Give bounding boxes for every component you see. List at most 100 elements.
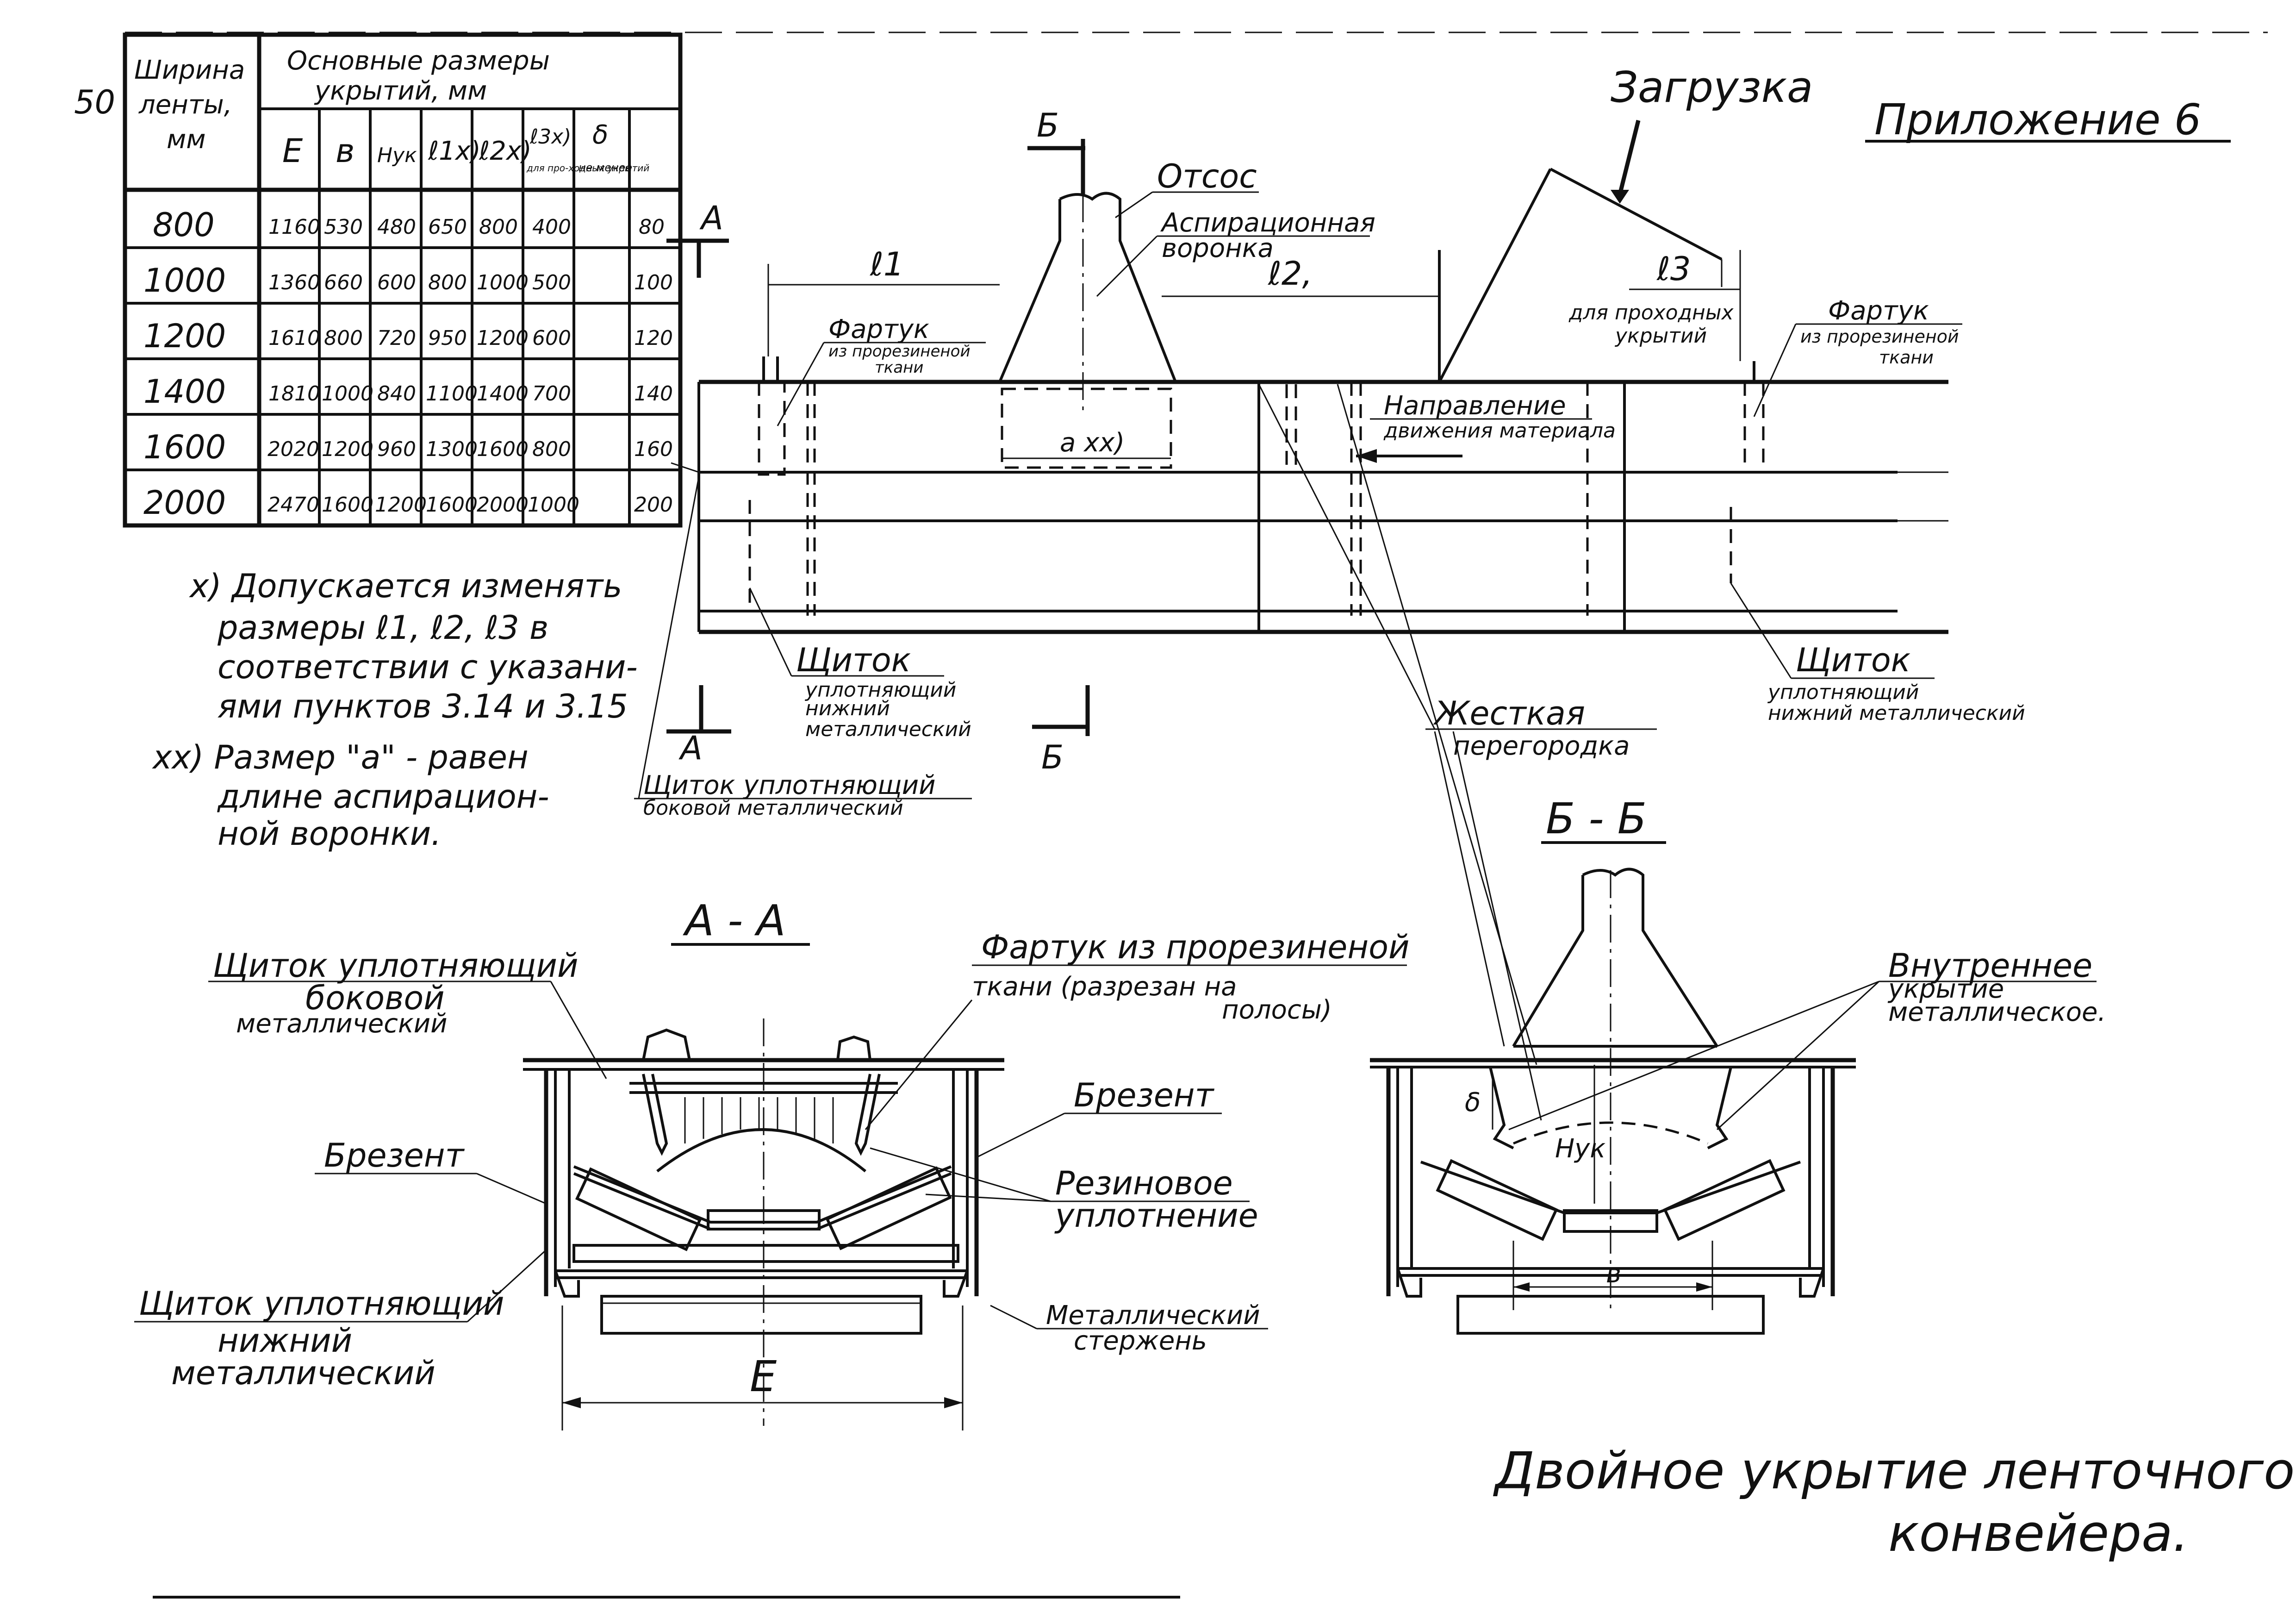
table-cell: 400 (532, 215, 571, 239)
section-bb-title: Б - Б (1546, 794, 1647, 843)
section-marker-b-top: Б (1037, 106, 1059, 144)
table-col-belt-width: мм (167, 125, 206, 155)
dim-l2: ℓ2, (1268, 255, 1313, 293)
table-col-belt-width: Ширина (134, 55, 245, 85)
table-cell: 700 (532, 382, 571, 406)
table-cell: 600 (377, 271, 416, 294)
table-cell: 200 (634, 493, 673, 517)
dim-l1: ℓ1 (870, 245, 904, 283)
table-sub-header: ℓ3x) (529, 125, 571, 149)
table-cell: 100 (634, 271, 673, 294)
table-sub-header: не менее (579, 161, 632, 174)
aa-side-shield-label: боковой (305, 979, 445, 1017)
apron-left-label: ткани (875, 358, 924, 377)
dim-b: в (1606, 1259, 1621, 1289)
table-cell: 1400 (477, 382, 529, 406)
table-cell: 2000 (477, 493, 529, 517)
notes: x) Допускается изменять размеры ℓ1, ℓ2, … (152, 567, 638, 853)
shield-lower-left-label: Щиток (796, 641, 911, 679)
direction-label: движения материала (1383, 419, 1616, 443)
drawing-title: конвейера. (1888, 1504, 2189, 1563)
table-cell: 840 (377, 382, 416, 406)
funnel-label: воронка (1162, 233, 1274, 263)
aa-rod-label: стержень (1074, 1326, 1207, 1356)
note-2: длине аспирацион- (217, 778, 549, 816)
shield-lower-left-label: металлический (805, 718, 971, 741)
shield-lower-right-label: Щиток (1796, 641, 1910, 679)
table-sub-header: δ (592, 120, 608, 150)
table-cell: 1000 (143, 262, 226, 300)
table-cell: 960 (377, 437, 416, 461)
page-number: 50 (74, 83, 115, 121)
table-cell: 1200 (375, 493, 427, 517)
aa-lower-shield-label: металлический (171, 1354, 436, 1392)
table-cell: 800 (532, 437, 571, 461)
table-group-header: Основные размеры (287, 46, 550, 76)
table-cell: 800 (324, 326, 363, 350)
through-cover-note: для проходных (1568, 301, 1734, 325)
shield-lower-right-label: нижний металлический (1768, 701, 2025, 725)
note-2: xx) Размер "a" - равен (152, 738, 529, 776)
table-sub-header: ℓ1x) (428, 136, 481, 166)
table-cell: 1600 (143, 428, 226, 466)
aa-tarp-right-label: Брезент (1074, 1076, 1215, 1114)
table-cell: 1300 (426, 437, 478, 461)
direction-label: Направление (1384, 391, 1566, 421)
aa-rod-label: Металлический (1046, 1300, 1260, 1330)
table-cell: 1400 (143, 373, 226, 411)
table-cell: 1600 (322, 493, 373, 517)
dim-H: Hук (1555, 1134, 1605, 1164)
spec-table: Ширина ленты, мм Основные размеры укрыти… (123, 32, 683, 528)
aa-lower-shield-label: Щиток уплотняющий (139, 1285, 504, 1323)
table-cell: 1160 (268, 215, 320, 239)
table-cell: 600 (532, 326, 571, 350)
aa-side-shield-label: металлический (236, 1009, 448, 1039)
table-cell: 1000 (477, 271, 529, 294)
table-cell: 1200 (477, 326, 529, 350)
table-cell: 480 (377, 215, 416, 239)
section-aa: А - А (134, 896, 1409, 1430)
table-cell: 500 (532, 271, 571, 294)
aa-apron-label: ткани (разрезан на (972, 972, 1237, 1002)
apron-right-label: ткани (1879, 347, 1934, 368)
partition-label: Жесткая (1433, 694, 1585, 732)
shield-lower-left-label: уплотняющий (804, 678, 956, 702)
table-cell: 1200 (143, 317, 226, 355)
table-cell: 2000 (143, 484, 226, 522)
partition-label: перегородка (1453, 731, 1630, 761)
aa-rubber-label: Резиновое (1055, 1164, 1233, 1202)
shield-side-label: боковой металлический (643, 796, 903, 820)
aa-tarp-left-label: Брезент (324, 1137, 465, 1174)
table-cell: 950 (428, 326, 467, 350)
table-sub-header: ℓ2x) (479, 136, 532, 166)
appendix-label: Приложение 6 (1874, 95, 2201, 144)
table-col-belt-width: ленты, (138, 90, 232, 120)
table-cell: 1600 (426, 493, 478, 517)
funnel-label: Аспирационная (1160, 208, 1375, 238)
dim-l3: ℓ3 (1656, 250, 1691, 288)
apron-right-label: из прорезиненой (1800, 326, 1959, 347)
aa-apron-label: полосы) (1222, 995, 1332, 1025)
table-cell: 1360 (268, 271, 320, 294)
dim-delta: δ (1465, 1087, 1481, 1118)
table-cell: 1100 (426, 382, 478, 406)
bb-inner-cover-label: металлическое. (1888, 997, 2106, 1027)
note-1: соответствии с указани- (218, 648, 638, 686)
apron-left-label: из прорезиненой (828, 342, 971, 361)
table-sub-header: Hук (377, 144, 417, 167)
table-cell: 1200 (322, 437, 373, 461)
table-cell: 80 (639, 215, 665, 239)
table-cell: 800 (153, 206, 215, 244)
table-cell: 120 (634, 326, 673, 350)
table-cell: 800 (428, 271, 467, 294)
through-cover-note: укрытий (1614, 324, 1707, 348)
drawing-title: Двойное укрытие ленточного (1493, 1441, 2295, 1500)
table-cell: 1810 (268, 382, 320, 406)
dim-a: a xx) (1060, 428, 1125, 458)
note-1: x) Допускается изменять (189, 567, 622, 605)
note-2: ной воронки. (218, 815, 441, 853)
table-cell: 800 (479, 215, 518, 239)
shield-lower-left-label: нижний (805, 697, 890, 720)
aa-lower-shield-label: нижний (218, 1322, 352, 1360)
